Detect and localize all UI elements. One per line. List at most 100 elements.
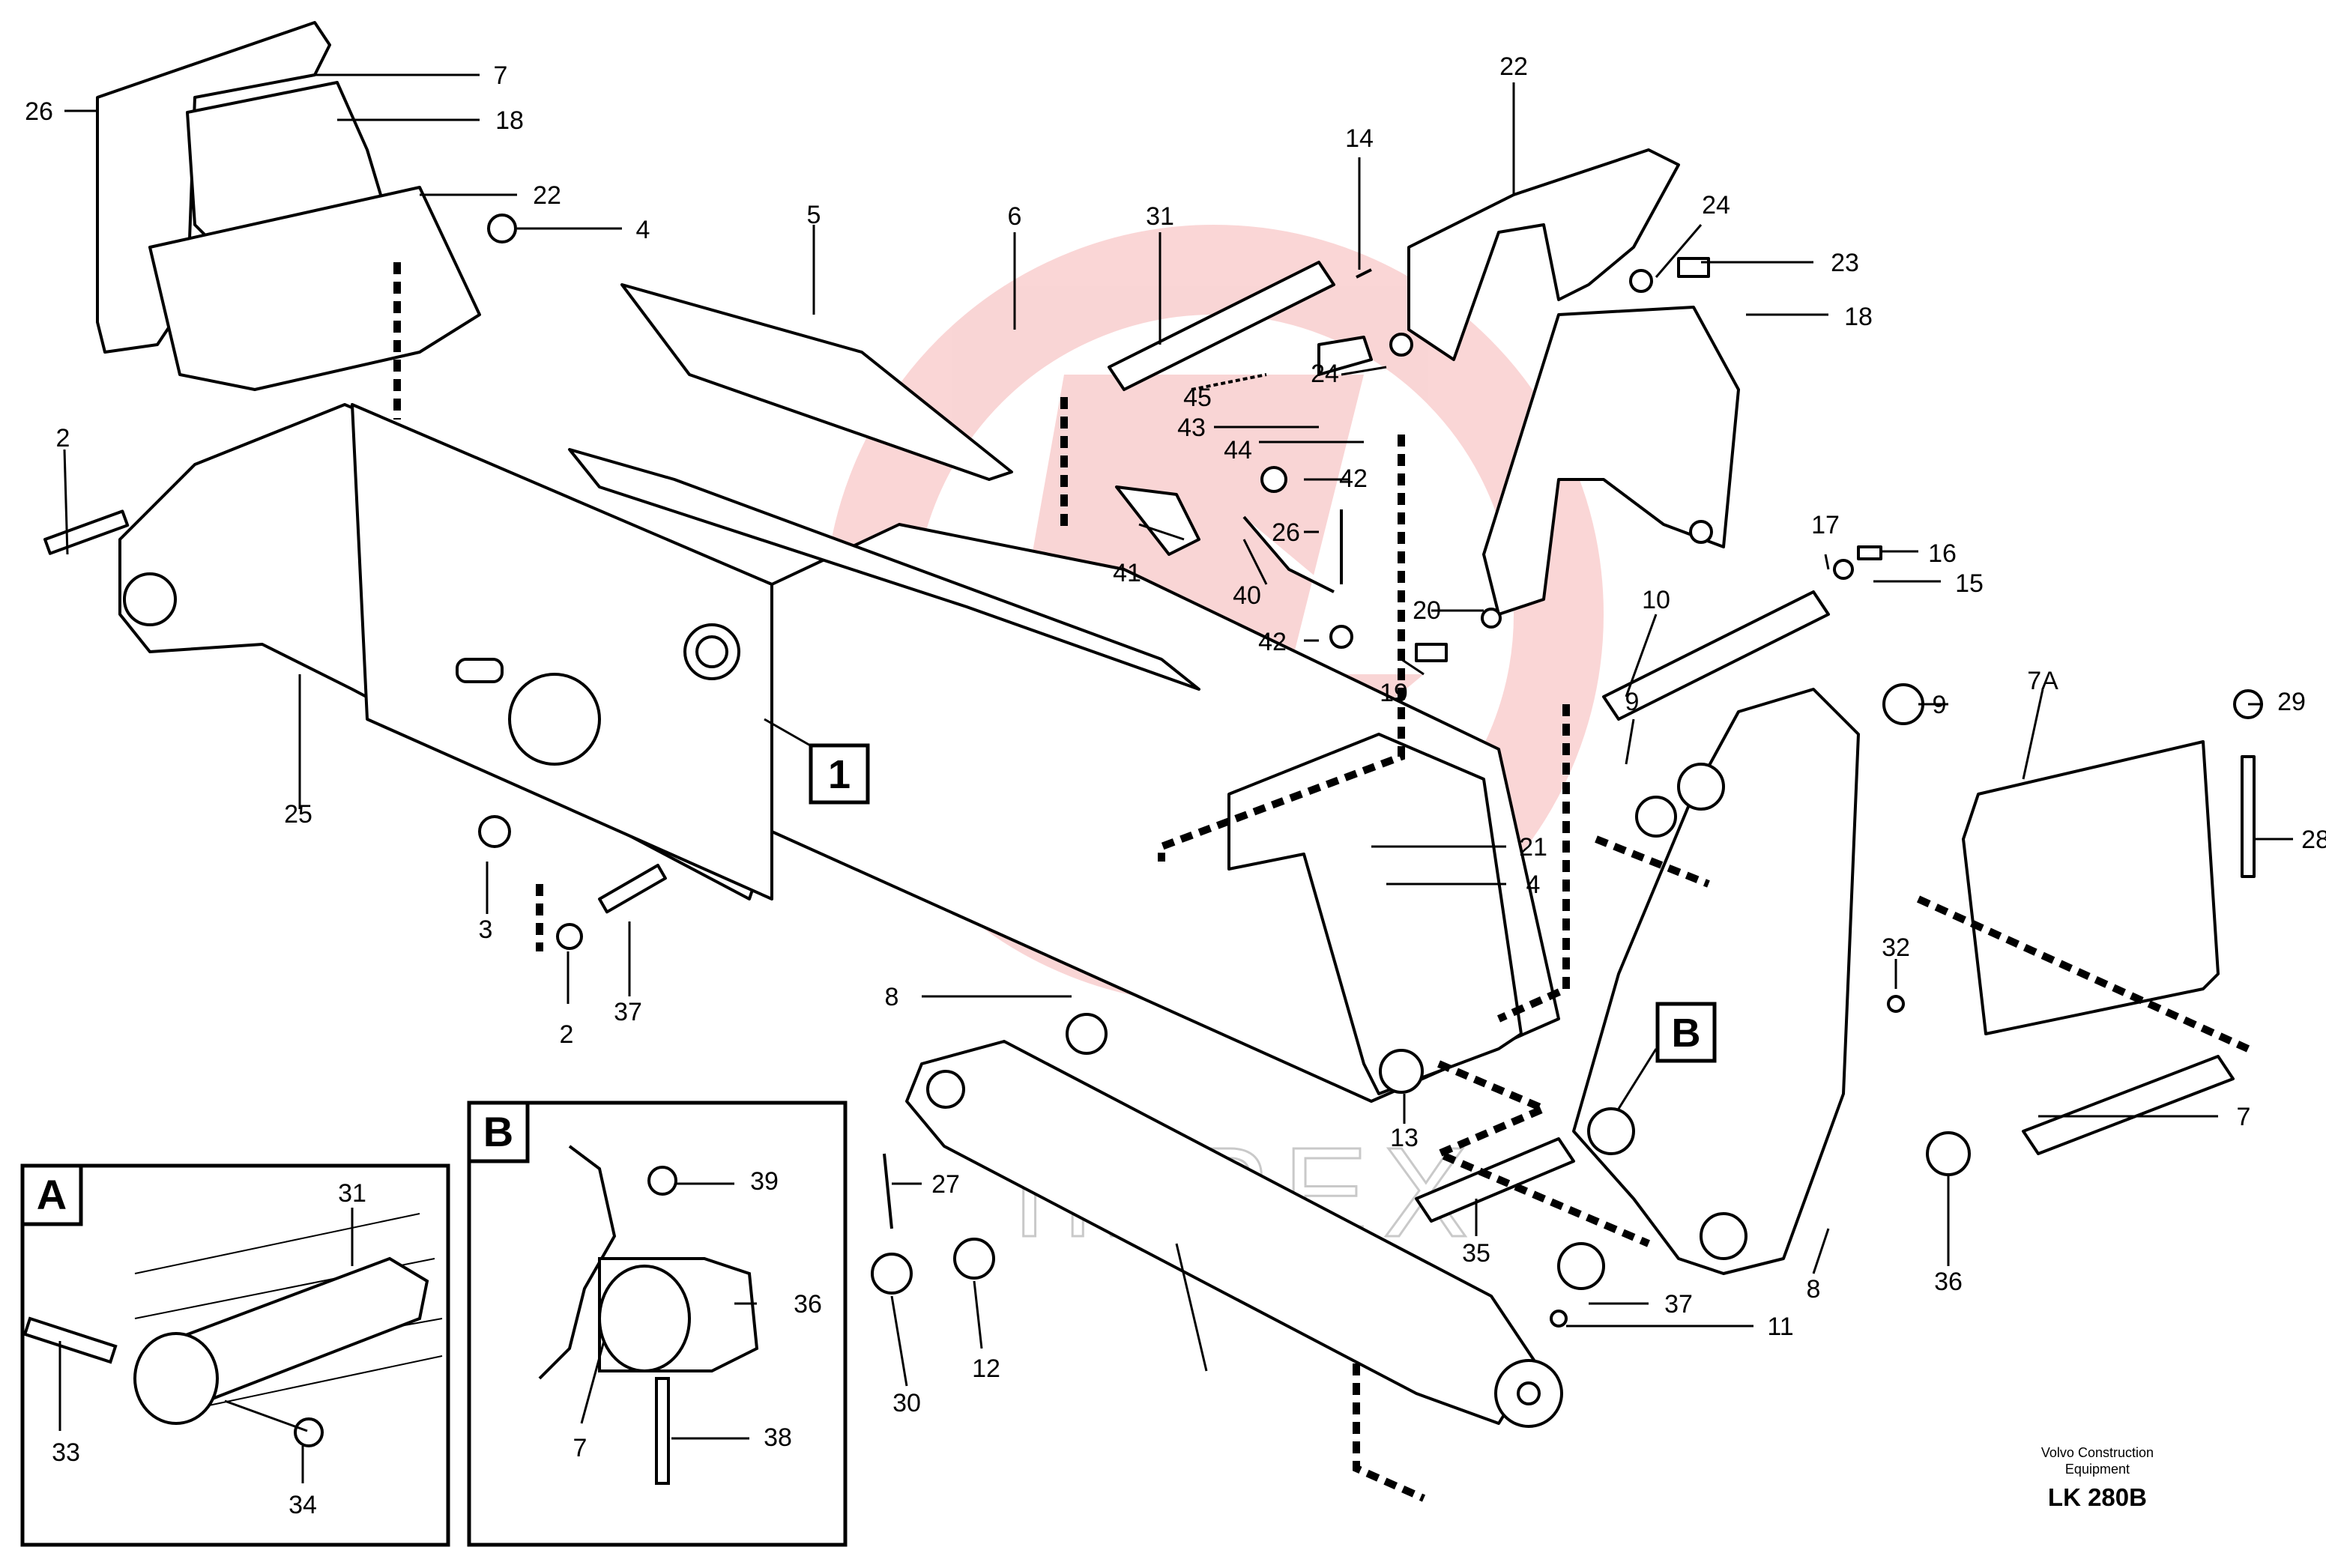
guard-22-right bbox=[1407, 148, 1680, 361]
washer-35 bbox=[1557, 1242, 1605, 1290]
shaft-31 bbox=[1108, 261, 1335, 391]
guard-22 bbox=[148, 186, 481, 391]
callout-8b: 36 bbox=[1934, 1268, 1963, 1296]
callout-10: 10 bbox=[1642, 586, 1670, 614]
callout-44: 44 bbox=[1224, 436, 1252, 464]
callout-22: 22 bbox=[533, 181, 561, 210]
callout-28: 28 bbox=[2301, 826, 2326, 854]
callout-43: 43 bbox=[1177, 414, 1206, 442]
callout-45: 45 bbox=[1183, 384, 1212, 412]
callout-16: 16 bbox=[1928, 539, 1957, 568]
detail-b-label-7: 7 bbox=[573, 1434, 587, 1462]
svg-text:B: B bbox=[1672, 1011, 1701, 1056]
nut-42 bbox=[1260, 466, 1287, 493]
callout-6: 6 bbox=[1008, 202, 1022, 231]
detail-b-label-36: 36 bbox=[794, 1290, 822, 1319]
callout-1: 25 bbox=[284, 800, 312, 829]
drawing-code: LK 280B bbox=[2047, 1483, 2147, 1511]
lift-link-7 bbox=[1572, 688, 1860, 1275]
callout-37: 11 bbox=[1767, 1313, 1793, 1341]
guard-18-right bbox=[1482, 306, 1740, 616]
callout-9b: 9 bbox=[1625, 688, 1640, 716]
callout-3: 2 bbox=[560, 1020, 574, 1049]
bolt-2b bbox=[43, 509, 130, 555]
callout-7a: 7A bbox=[2027, 667, 2058, 695]
title-block: Volvo Construction Equipment LK 280B bbox=[2041, 1444, 2154, 1512]
washer-4 bbox=[487, 214, 517, 243]
pin-14 bbox=[1356, 268, 1372, 279]
company-line-2: Equipment bbox=[2064, 1462, 2130, 1477]
callout-36: 35 bbox=[1462, 1239, 1490, 1268]
callout-9: 9 bbox=[1933, 691, 1947, 719]
part-callouts: 26 7 18 22 4 2 5 6 31 14 22 24 23 18 24 … bbox=[25, 52, 2326, 1417]
frame-side-plate bbox=[351, 403, 773, 900]
link-plate bbox=[1227, 733, 1523, 1095]
callout-4: 4 bbox=[636, 216, 650, 244]
washer-24 bbox=[1389, 333, 1413, 357]
leader-lines bbox=[63, 73, 2293, 1387]
cable-40 bbox=[1242, 515, 1335, 593]
washer-32 bbox=[1066, 1013, 1108, 1055]
arm-6 bbox=[568, 448, 1200, 691]
clip-13 bbox=[883, 1153, 893, 1229]
pin-10 bbox=[1602, 590, 1830, 721]
callout-8: 13 bbox=[1390, 1124, 1419, 1152]
bolt-2 bbox=[598, 864, 667, 914]
callout-4b: 3 bbox=[479, 915, 493, 944]
washer-17 bbox=[1833, 559, 1854, 580]
callout-26: 26 bbox=[25, 97, 53, 126]
detail-b-label-39: 39 bbox=[750, 1167, 779, 1196]
callout-2b: 37 bbox=[614, 998, 642, 1026]
nut-4b bbox=[478, 815, 511, 848]
callout-18b: 18 bbox=[1844, 303, 1873, 331]
washer-3 bbox=[556, 923, 583, 950]
company-line-1: Volvo Construction bbox=[2040, 1445, 2154, 1460]
bushing-9b bbox=[1635, 796, 1677, 838]
callout-24b: 24 bbox=[1311, 360, 1339, 388]
bolt-19 bbox=[1415, 643, 1448, 662]
washer-20 bbox=[1481, 608, 1502, 629]
bushing-8 bbox=[1379, 1049, 1424, 1094]
detail-b-title: B bbox=[483, 1108, 513, 1155]
cover-7a bbox=[1962, 740, 2220, 1035]
detail-a-label-33: 33 bbox=[52, 1438, 80, 1467]
callout-12: 30 bbox=[892, 1389, 921, 1417]
detail-a-title: A bbox=[37, 1171, 67, 1218]
detail-a-label-34: 34 bbox=[289, 1491, 317, 1519]
callout-2: 2 bbox=[56, 424, 70, 452]
bushing-8b bbox=[1926, 1131, 1971, 1176]
callout-31: 31 bbox=[1146, 202, 1174, 231]
washer-24b bbox=[1629, 269, 1653, 293]
callout-25: 21 bbox=[1519, 833, 1547, 862]
callout-37b: 32 bbox=[1882, 933, 1910, 962]
fitting-37b bbox=[1887, 995, 1905, 1013]
assembly-dashed-lines bbox=[393, 262, 2250, 1502]
callout-20: 20 bbox=[1413, 596, 1441, 625]
callout-5: 5 bbox=[807, 201, 821, 229]
bushing-9 bbox=[1882, 683, 1924, 725]
washer-11 bbox=[953, 1238, 995, 1280]
nut-12 bbox=[871, 1253, 913, 1295]
callout-26b: 26 bbox=[1272, 518, 1300, 547]
callout-24: 24 bbox=[1702, 191, 1730, 220]
parts-line-art bbox=[43, 21, 2263, 1428]
lever-43 bbox=[1317, 336, 1373, 376]
detail-b-label-38: 38 bbox=[764, 1423, 792, 1452]
callout-41: 41 bbox=[1113, 559, 1141, 587]
callout-42b: 42 bbox=[1258, 628, 1287, 656]
callout-42: 42 bbox=[1339, 464, 1368, 493]
spring-45 bbox=[1191, 373, 1267, 391]
callout-11: 12 bbox=[972, 1354, 1000, 1383]
callout-box-a: 1 bbox=[809, 743, 870, 805]
callout-29: 29 bbox=[2277, 688, 2306, 716]
callout-19: 19 bbox=[1380, 679, 1408, 707]
plate-5 bbox=[620, 283, 1013, 481]
callout-22b: 22 bbox=[1499, 52, 1528, 81]
callout-18: 18 bbox=[495, 106, 524, 135]
callout-14: 14 bbox=[1345, 124, 1374, 153]
callout-23: 23 bbox=[1831, 249, 1859, 277]
callout-box-b: B bbox=[1655, 1002, 1717, 1063]
pin-27 bbox=[2022, 1055, 2235, 1155]
cylinder-30 bbox=[905, 1040, 1538, 1425]
